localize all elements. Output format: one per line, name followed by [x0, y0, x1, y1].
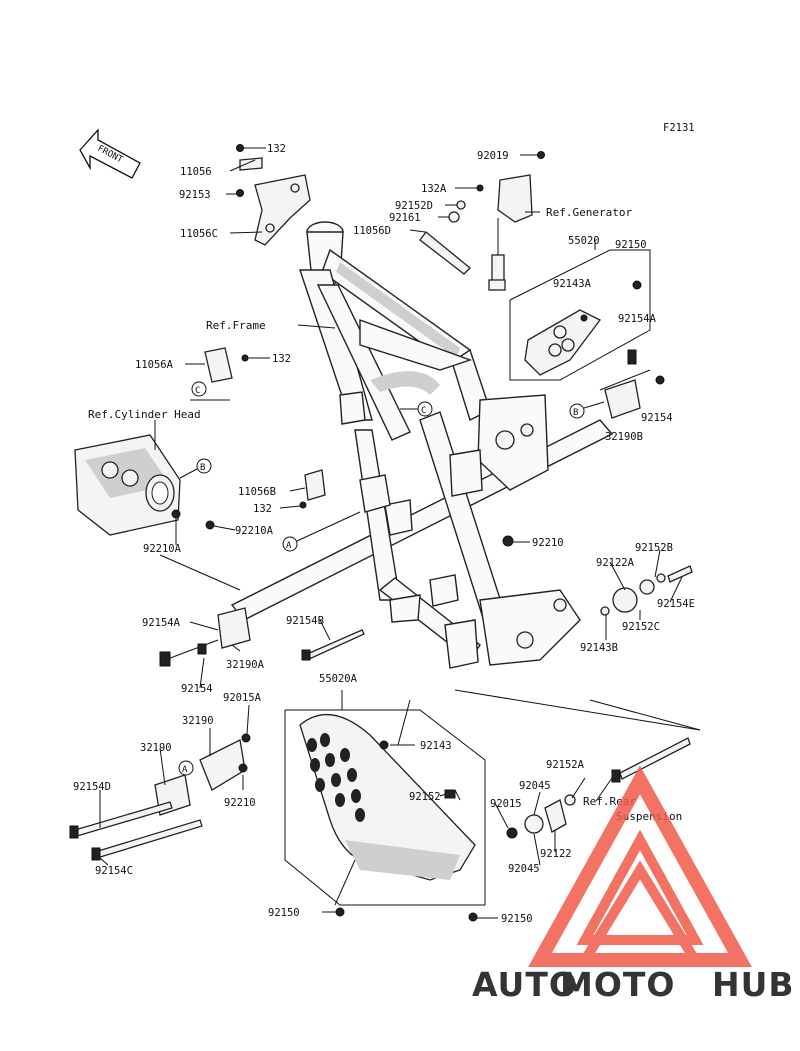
label-11056: 11056	[180, 166, 212, 178]
callout-a-low: A	[178, 760, 194, 776]
label-92161: 92161	[389, 212, 421, 224]
label-92143b: 92143B	[580, 642, 618, 654]
label-32190b: 32190B	[605, 431, 643, 443]
label-92154d: 92154D	[73, 781, 111, 793]
label-132: 132	[267, 143, 286, 155]
bracket-11056a	[204, 347, 249, 383]
ref-generator: Ref.Generator	[546, 206, 632, 219]
leader-lines	[99, 147, 701, 919]
label-92015: 92015	[490, 798, 522, 810]
label-11056a: 11056A	[135, 359, 174, 371]
callout-c-top: C	[191, 381, 207, 397]
label-132-low: 132	[253, 503, 272, 515]
skid-plate	[299, 713, 478, 922]
label-32190-b: 32190	[140, 742, 172, 754]
generator-cover-parts	[419, 151, 545, 291]
label-11056c: 11056C	[180, 228, 218, 240]
label-11056b: 11056B	[238, 486, 276, 498]
label-92045-a: 92045	[519, 780, 551, 792]
label-92154b: 92154B	[286, 615, 324, 627]
chain-guide	[524, 280, 642, 376]
label-32190-a: 32190	[182, 715, 214, 727]
callout-b-left: B	[179, 458, 212, 479]
label-92152: 92152	[409, 791, 441, 803]
rear-mount-spacers	[502, 535, 693, 616]
label-92154e: 92154E	[657, 598, 695, 610]
label-92150-right: 92150	[501, 913, 533, 925]
label-92154c: 92154C	[95, 865, 133, 877]
label-92210-low: 92210	[224, 797, 256, 809]
cylinder-head	[74, 434, 215, 536]
label-92122: 92122	[540, 848, 572, 860]
automotohub-logo: AUTO MOTO HUB	[472, 765, 795, 1004]
callout-c-mid: C	[400, 401, 433, 417]
svg-text:C: C	[421, 406, 426, 416]
label-92019: 92019	[477, 150, 509, 162]
label-55020: 55020	[568, 235, 600, 247]
label-55020a: 55020A	[319, 673, 358, 685]
svg-text:A: A	[286, 541, 292, 551]
engine-mount-32190	[69, 733, 251, 861]
svg-text:A: A	[182, 765, 188, 775]
label-92210a-b: 92210A	[235, 525, 274, 537]
logo-text-moto: MOTO	[560, 965, 675, 1004]
label-92015a: 92015A	[223, 692, 262, 704]
svg-text:B: B	[200, 463, 205, 473]
label-92143a: 92143A	[553, 278, 592, 290]
label-92210-mid: 92210	[532, 537, 564, 549]
label-92154-right: 92154	[641, 412, 673, 424]
callout-a-left: A	[282, 511, 361, 552]
logo-text-hub: HUB	[712, 965, 795, 1004]
label-92143: 92143	[420, 740, 452, 752]
label-92152c: 92152C	[622, 621, 660, 633]
label-132-mid: 132	[272, 353, 291, 365]
mount-plate-32190b	[599, 349, 665, 419]
ref-cylinder-head: Ref.Cylinder Head	[88, 408, 201, 421]
bracket-11056b	[299, 469, 326, 509]
label-92152a: 92152A	[546, 759, 585, 771]
label-92154a-left: 92154A	[142, 617, 181, 629]
diagram-code: F2131	[663, 122, 695, 134]
frame-assembly	[230, 221, 614, 669]
label-132a: 132A	[421, 183, 447, 195]
logo-text-auto: AUTO	[472, 965, 578, 1004]
label-92150-top: 92150	[615, 239, 647, 251]
label-92152d: 92152D	[395, 200, 433, 212]
callout-b-right: B	[569, 401, 605, 419]
engine-mount-32190a	[159, 607, 365, 667]
label-92122a: 92122A	[596, 557, 635, 569]
rear-suspension-hardware	[506, 737, 691, 839]
label-92153: 92153	[179, 189, 211, 201]
label-92154-left: 92154	[181, 683, 213, 695]
label-92045-b: 92045	[508, 863, 540, 875]
engine-mount-bracket-top	[236, 144, 311, 246]
label-92154a-right: 92154A	[618, 313, 657, 325]
label-92210a-a: 92210A	[143, 543, 182, 555]
label-92150-left: 92150	[268, 907, 300, 919]
label-32190a: 32190A	[226, 659, 265, 671]
front-arrow-icon: FRONT	[79, 128, 141, 179]
label-11056d: 11056D	[353, 225, 391, 237]
ref-frame: Ref.Frame	[206, 319, 266, 332]
label-92152b: 92152B	[635, 542, 673, 554]
svg-text:C: C	[195, 386, 200, 396]
svg-text:B: B	[573, 408, 578, 418]
